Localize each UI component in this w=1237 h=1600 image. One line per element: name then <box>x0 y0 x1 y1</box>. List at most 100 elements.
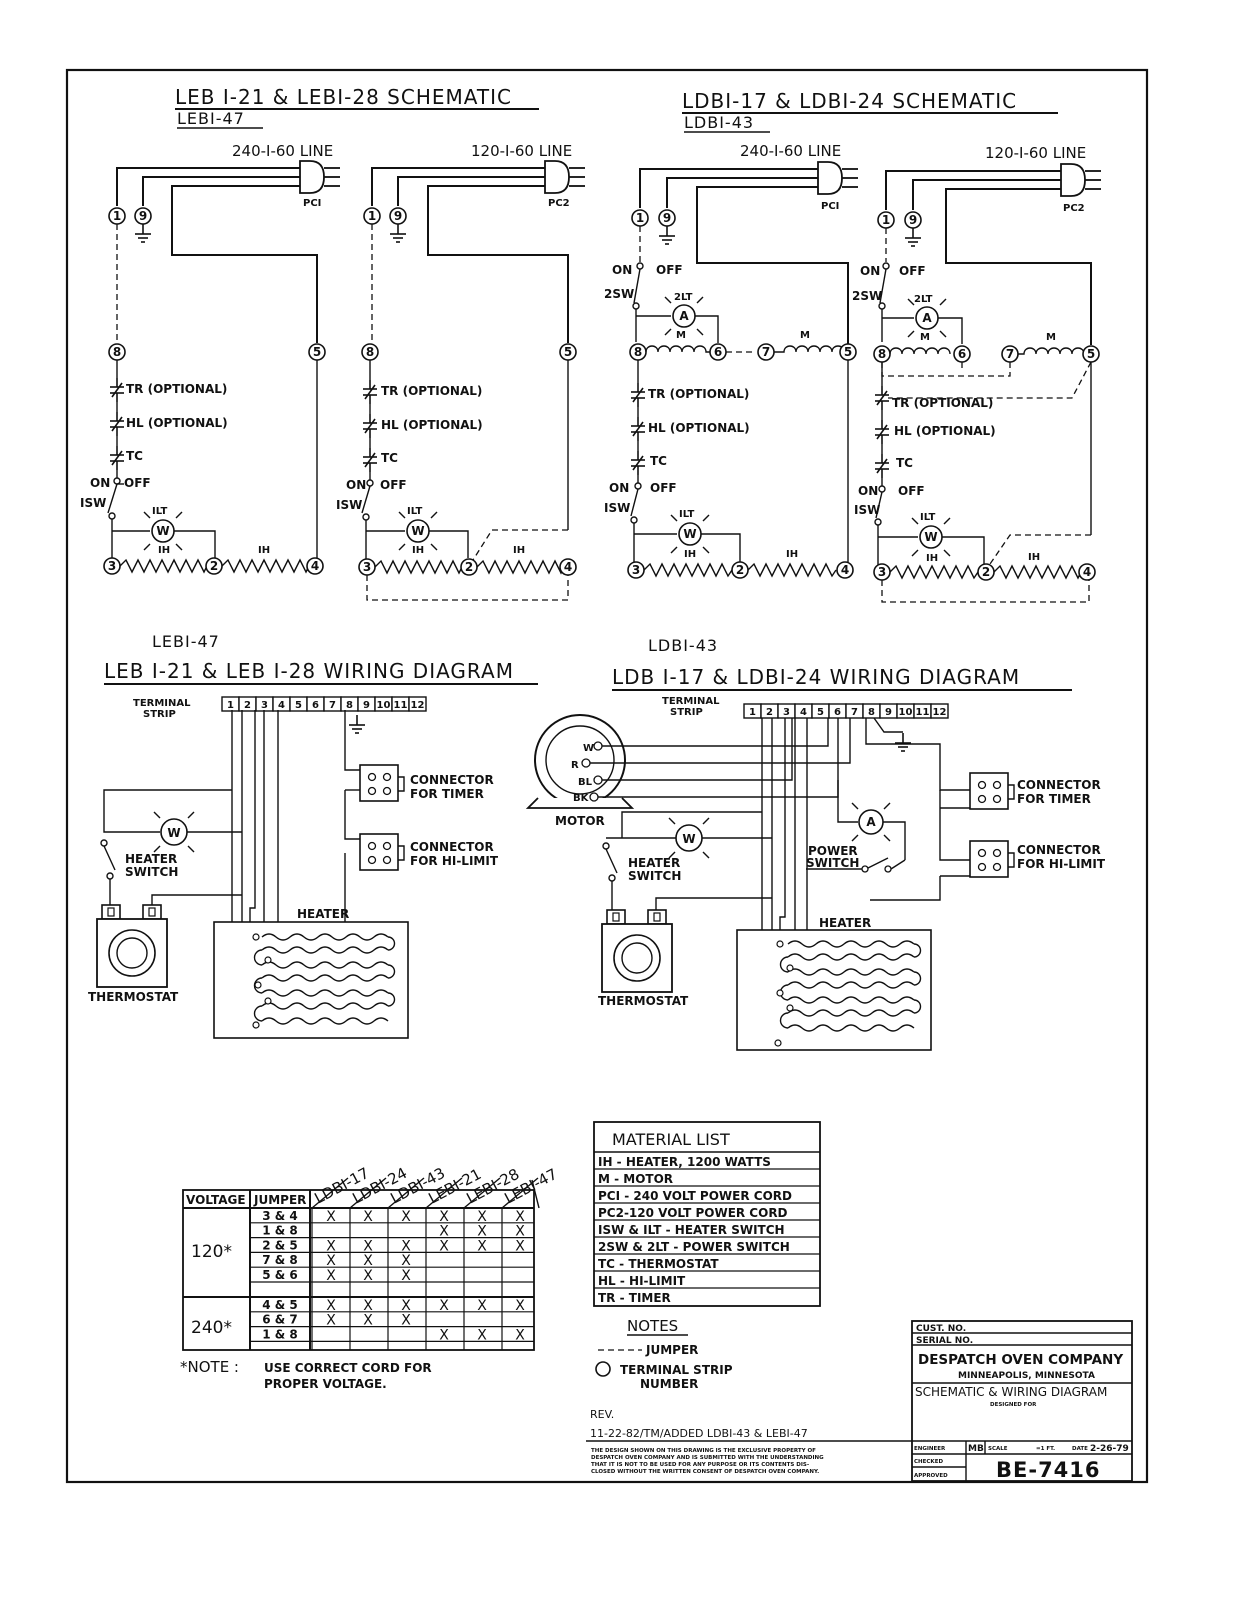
svg-text:HL (OPTIONAL): HL (OPTIONAL) <box>381 418 483 432</box>
svg-text:2LT: 2LT <box>674 292 693 303</box>
svg-text:JUMPER: JUMPER <box>645 1343 698 1357</box>
svg-text:X: X <box>439 1327 449 1343</box>
disclaimer: THE DESIGN SHOWN ON THIS DRAWING IS THE … <box>591 1448 824 1475</box>
svg-text:X: X <box>363 1268 373 1284</box>
svg-text:=1 FT.: =1 FT. <box>1036 1446 1055 1452</box>
svg-text:3 & 4: 3 & 4 <box>262 1209 298 1223</box>
svg-text:2: 2 <box>465 560 473 574</box>
schematic-right-subtitle: LDBI-43 <box>684 113 754 132</box>
svg-text:X: X <box>401 1313 411 1329</box>
wiring-right-subtitle: LDBI-43 <box>648 636 718 655</box>
material-item: PCI - 240 VOLT POWER CORD <box>598 1189 792 1203</box>
svg-text:5: 5 <box>1087 347 1095 361</box>
svg-text:X: X <box>326 1268 336 1284</box>
svg-text:THERMOSTAT: THERMOSTAT <box>88 990 179 1004</box>
company-name: DESPATCH OVEN COMPANY <box>918 1352 1123 1368</box>
terminal-1: 1 <box>227 700 234 711</box>
svg-text:FOR HI-LIMIT: FOR HI-LIMIT <box>1017 857 1106 871</box>
svg-text:8: 8 <box>634 345 642 359</box>
svg-text:7 & 8: 7 & 8 <box>262 1253 298 1267</box>
terminal-6: 6 <box>312 700 319 711</box>
svg-text:5 & 6: 5 & 6 <box>262 1268 298 1282</box>
revision-label: REV. <box>590 1408 614 1421</box>
title-block: CUST. NO. SERIAL NO. DESPATCH OVEN COMPA… <box>911 1320 1133 1482</box>
svg-text:ISW: ISW <box>336 498 362 512</box>
pc1-label: PCI <box>303 198 321 209</box>
material-item: PC2-120 VOLT POWER CORD <box>598 1206 788 1220</box>
terminal-10: 10 <box>899 707 913 718</box>
svg-text:X: X <box>401 1238 411 1254</box>
svg-text:OFF: OFF <box>656 263 683 277</box>
svg-text:2LT: 2LT <box>914 294 933 305</box>
col-voltage: VOLTAGE <box>186 1193 246 1207</box>
svg-text:FOR TIMER: FOR TIMER <box>1017 792 1091 806</box>
svg-text:CONNECTOR: CONNECTOR <box>410 840 494 854</box>
svg-text:2 & 5: 2 & 5 <box>262 1238 298 1252</box>
svg-text:X: X <box>401 1209 411 1225</box>
svg-text:5: 5 <box>844 345 852 359</box>
svg-text:3: 3 <box>363 560 371 574</box>
svg-text:8: 8 <box>878 347 886 361</box>
svg-text:TC: TC <box>650 454 667 468</box>
svg-text:HEATER: HEATER <box>819 916 871 930</box>
svg-text:TR (OPTIONAL): TR (OPTIONAL) <box>126 382 227 396</box>
terminal-7: 7 <box>851 707 858 718</box>
svg-text:4: 4 <box>1083 565 1091 579</box>
terminal-3: 3 <box>261 700 268 711</box>
svg-text:SERIAL NO.: SERIAL NO. <box>916 1336 973 1346</box>
svg-text:HEATER: HEATER <box>125 852 177 866</box>
revision-text: 11-22-82/TM/ADDED LDBI-43 & LEBI-47 <box>590 1427 808 1440</box>
svg-text:ON: ON <box>612 263 632 277</box>
svg-text:X: X <box>515 1209 525 1225</box>
svg-text:PCI: PCI <box>821 201 839 212</box>
svg-text:STRIP: STRIP <box>143 709 176 720</box>
svg-text:HL (OPTIONAL): HL (OPTIONAL) <box>126 416 228 430</box>
svg-text:X: X <box>401 1298 411 1314</box>
svg-text:6 & 7: 6 & 7 <box>262 1313 298 1327</box>
svg-text:X: X <box>326 1209 336 1225</box>
svg-text:OFF: OFF <box>380 478 407 492</box>
svg-text:SWITCH: SWITCH <box>628 869 681 883</box>
svg-text:IH: IH <box>258 545 270 556</box>
svg-text:IH: IH <box>513 545 525 556</box>
svg-text:X: X <box>326 1238 336 1254</box>
schematic-right-title: LDBI-17 & LDBI-24 SCHEMATIC <box>682 89 1017 113</box>
svg-text:IH: IH <box>1028 552 1040 563</box>
svg-text:THAT IT IS NOT TO BE USED FOR: THAT IT IS NOT TO BE USED FOR ANY PURPOS… <box>591 1462 809 1468</box>
motor-label: MOTOR <box>555 814 605 828</box>
svg-text:1: 1 <box>368 209 376 223</box>
svg-text:W: W <box>156 524 169 538</box>
schematic-left-title: LEB I-21 & LEBI-28 SCHEMATIC <box>175 85 512 109</box>
terminal-11: 11 <box>916 707 930 718</box>
svg-text:W: W <box>683 527 696 541</box>
terminal-11: 11 <box>394 700 408 711</box>
drawing-title: SCHEMATIC & WIRING DIAGRAM <box>915 1385 1107 1399</box>
svg-text:M: M <box>800 330 810 341</box>
terminal-8: 8 <box>868 707 875 718</box>
material-item: HL - HI-LIMIT <box>598 1274 686 1288</box>
schematic-leb-120: 120-I-60 LINE PC2 1 9 8 5 TR (OPTIONAL) … <box>336 142 586 601</box>
material-item: ISW & ILT - HEATER SWITCH <box>598 1223 785 1237</box>
material-item: 2SW & 2LT - POWER SWITCH <box>598 1240 790 1254</box>
material-item: TC - THERMOSTAT <box>598 1257 719 1271</box>
svg-text:DESPATCH OVEN COMPANY AND IS S: DESPATCH OVEN COMPANY AND IS SUBMITTED W… <box>591 1455 824 1461</box>
sheet-border <box>65 68 1149 1484</box>
notes: NOTES JUMPER TERMINAL STRIP NUMBER <box>595 1317 733 1391</box>
svg-text:ON: ON <box>860 264 880 278</box>
svg-text:2: 2 <box>982 565 990 579</box>
svg-text:X: X <box>515 1238 525 1254</box>
jumper-table: VOLTAGE JUMPER LDBI-17LDBI-24LDBI-43LEBI… <box>180 1164 560 1391</box>
svg-text:X: X <box>363 1209 373 1225</box>
svg-text:HL (OPTIONAL): HL (OPTIONAL) <box>894 424 996 438</box>
terminal-9: 9 <box>363 700 370 711</box>
terminal-1: 1 <box>749 707 756 718</box>
notes-title: NOTES <box>627 1317 678 1335</box>
material-item: TR - TIMER <box>598 1291 671 1305</box>
svg-text:X: X <box>401 1253 411 1269</box>
